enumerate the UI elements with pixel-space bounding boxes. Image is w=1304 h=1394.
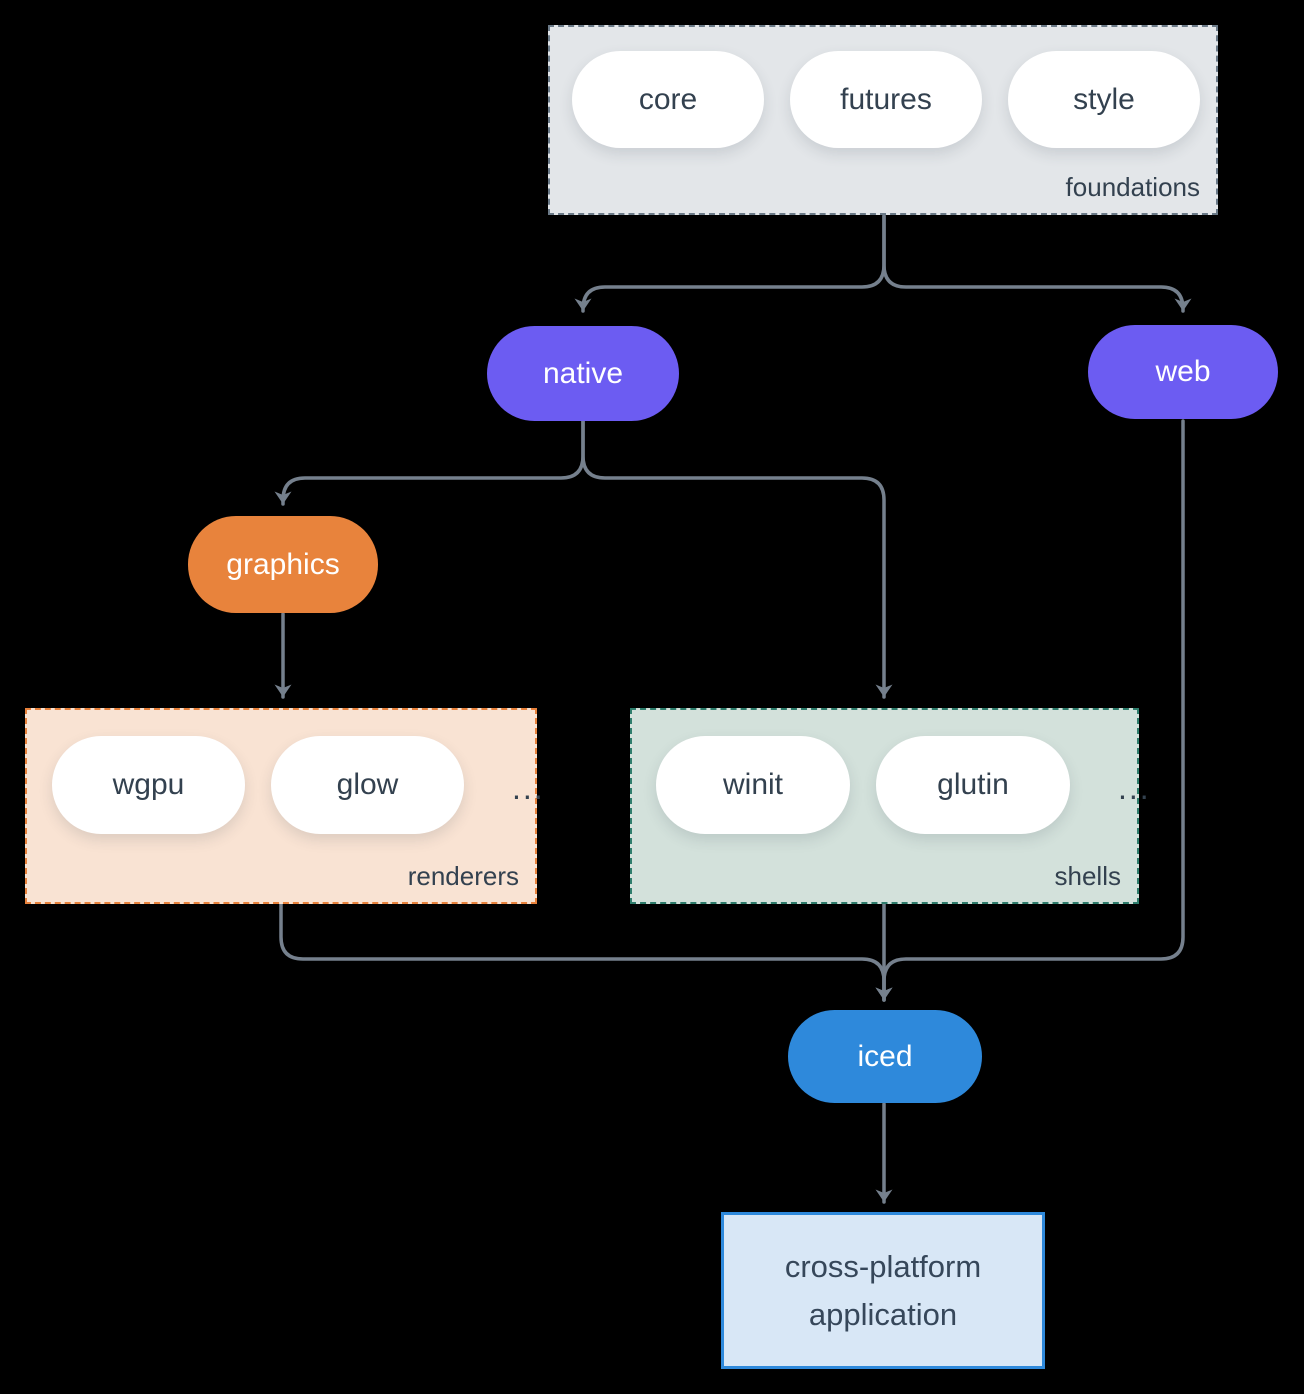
edge-foundations-native (574, 214, 886, 313)
node-application-line1: cross-platform (784, 1248, 982, 1284)
node-application-line2: application (808, 1296, 958, 1332)
group-shells: winit glutin ... shells (630, 708, 1149, 904)
edge-native-graphics (274, 419, 585, 506)
pill-futures-label: futures (840, 82, 932, 116)
pill-wgpu-label: wgpu (112, 768, 185, 801)
group-foundations-label: foundations (1065, 172, 1200, 202)
node-graphics: graphics (188, 516, 378, 613)
pill-style: style (1008, 51, 1200, 148)
group-renderers-label: renderers (407, 861, 519, 891)
pill-glutin-label: glutin (937, 768, 1009, 801)
pill-winit-label: winit (722, 768, 783, 801)
group-renderers: wgpu glow ... renderers (25, 708, 543, 904)
node-iced-label: iced (857, 1039, 913, 1073)
node-iced: iced (788, 1010, 982, 1103)
pill-glutin: glutin (876, 736, 1070, 834)
node-native: native (487, 326, 679, 421)
shells-ellipsis: ... (1118, 769, 1151, 806)
pill-core-label: core (638, 82, 698, 116)
edge-native-shells (581, 419, 893, 699)
pill-glow: glow (271, 736, 464, 834)
group-foundations: core futures style foundations (548, 25, 1218, 215)
edge-foundations-web (882, 214, 1192, 313)
renderers-ellipsis: ... (512, 769, 545, 806)
pill-winit: winit (656, 736, 850, 834)
pill-glow-label: glow (336, 768, 399, 801)
node-graphics-label: graphics (226, 547, 340, 581)
pill-futures: futures (790, 51, 982, 148)
pill-wgpu: wgpu (52, 736, 245, 834)
pill-style-label: style (1073, 82, 1135, 116)
node-web-label: web (1155, 355, 1211, 388)
edge-renderers-iced (279, 902, 893, 1002)
node-web: web (1088, 325, 1278, 419)
node-native-label: native (542, 356, 624, 390)
group-shells-label: shells (1054, 861, 1121, 891)
edge-web-iced (875, 419, 1185, 1002)
node-application: cross-platform application (721, 1212, 1045, 1369)
pill-core: core (572, 51, 764, 148)
